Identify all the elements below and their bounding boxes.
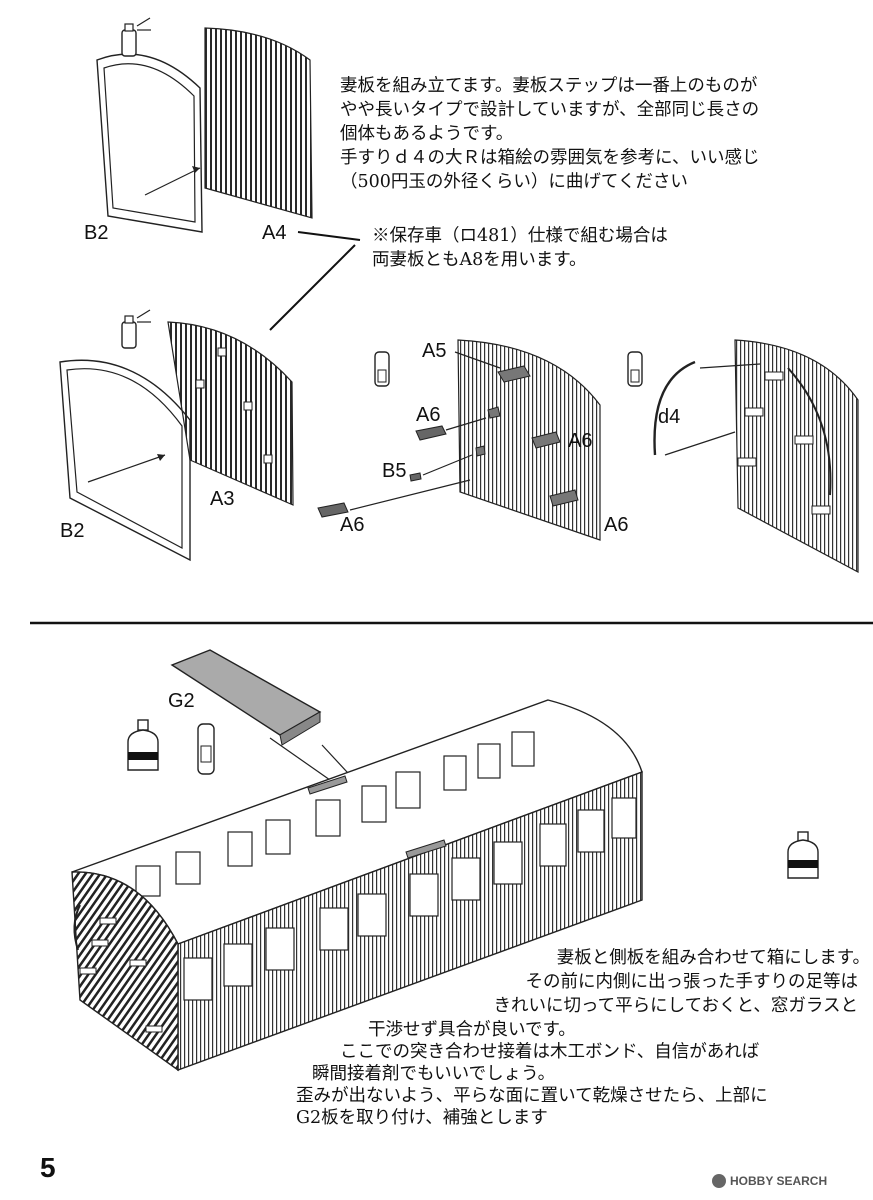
glue-tube-icon-2 bbox=[627, 351, 643, 387]
arrow-b2 bbox=[87, 454, 166, 483]
label-d4: d4 bbox=[658, 406, 681, 428]
g2-board-edge bbox=[279, 711, 321, 746]
label-a3: A3 bbox=[210, 488, 235, 510]
arrow-d4 bbox=[699, 363, 761, 369]
instruction-line: （500円玉の外径くらい）に曲げてください bbox=[340, 172, 688, 192]
note-line: 両妻板ともA8を用います。 bbox=[372, 250, 587, 270]
label-b2: B2 bbox=[60, 520, 85, 542]
bond-bottle-icon bbox=[127, 719, 159, 771]
arrow-head bbox=[192, 166, 200, 173]
a3-plate bbox=[167, 321, 294, 506]
note-preserved-car: ※保存車（ロ481）仕様で組む場合は 両妻板ともA8を用います。 bbox=[372, 224, 668, 272]
arrow-a6-2 bbox=[349, 479, 471, 511]
label-b5: B5 bbox=[382, 460, 407, 482]
label-a4: A4 bbox=[262, 222, 287, 244]
note-line: ※保存車（ロ481）仕様で組む場合は bbox=[372, 226, 668, 246]
arrow-d4-2 bbox=[664, 431, 736, 456]
part-a6-loose bbox=[415, 425, 447, 441]
bond-bottle-icon-2 bbox=[787, 831, 819, 879]
watermark: HOBBY SEARCH bbox=[730, 1174, 828, 1188]
a4-plate bbox=[204, 27, 313, 219]
b2-frame-mid bbox=[59, 359, 191, 562]
watermark-logo-icon bbox=[712, 1174, 726, 1188]
b2-frame-top bbox=[96, 53, 203, 233]
spray-can-icon bbox=[121, 17, 151, 57]
arrow-a5 bbox=[454, 351, 501, 369]
label-a6: A6 bbox=[340, 514, 365, 536]
instruction-line: G2板を取り付け、補強とします bbox=[296, 1108, 548, 1128]
arrow-head-b2 bbox=[157, 454, 165, 461]
label-a5: A5 bbox=[422, 340, 447, 362]
car-body-box bbox=[71, 699, 643, 1072]
instruction-line: 手すりｄ４の大Ｒは箱絵の雰囲気を参考に、いい感じ bbox=[340, 148, 760, 168]
arrow bbox=[144, 167, 201, 196]
instruction-line: 個体もあるようです。 bbox=[340, 124, 514, 144]
label-b2: B2 bbox=[84, 222, 109, 244]
instruction-line: 妻板を組み立てます。妻板ステップは一番上のものが bbox=[340, 76, 758, 96]
page-number: 5 bbox=[40, 1152, 56, 1183]
instruction-line: その前に内側に出っ張った手すりの足等は bbox=[525, 972, 859, 992]
instruction-end-plate: 妻板を組み立てます。妻板ステップは一番上のものが やや長いタイプで設計しています… bbox=[340, 74, 759, 194]
instruction-line: 瞬間接着剤でもいいでしょう。 bbox=[312, 1064, 556, 1084]
part-a6-loose-2 bbox=[317, 502, 349, 518]
instruction-line: やや長いタイプで設計していますが、全部同じ長さの bbox=[340, 100, 760, 120]
arrow-b5 bbox=[422, 454, 473, 476]
instruction-line: 歪みが出ないよう、平らな面に置いて乾燥させたら、上部に bbox=[296, 1086, 768, 1106]
instruction-line: きれいに切って平らにしておくと、窓ガラスと bbox=[493, 996, 858, 1016]
label-a6: A6 bbox=[604, 514, 629, 536]
side-plate-steps bbox=[457, 339, 601, 541]
label-g2: G2 bbox=[168, 690, 195, 712]
instruction-line: 妻板と側板を組み合わせて箱にします。 bbox=[556, 948, 870, 968]
instruction-line: ここでの突き合わせ接着は木工ボンド、自信があれば bbox=[340, 1042, 760, 1062]
label-a6: A6 bbox=[416, 404, 441, 426]
d4-plate bbox=[734, 339, 859, 573]
spray-can-icon-2 bbox=[121, 309, 151, 349]
leader-line-2 bbox=[269, 244, 356, 331]
part-b5-loose bbox=[409, 472, 422, 482]
leader-line bbox=[297, 231, 361, 241]
arrow-a6 bbox=[445, 417, 487, 431]
label-a6: A6 bbox=[568, 430, 593, 452]
instruction-line: 干渉せず具合が良いです。 bbox=[368, 1020, 576, 1040]
glue-tube-icon bbox=[374, 351, 390, 387]
instruction-box-assembly: 妻板と側板を組み合わせて箱にします。 その前に内側に出っ張った手すりの足等は き… bbox=[300, 946, 870, 1018]
arrow-g2 bbox=[269, 737, 331, 781]
glue-tube-icon-3 bbox=[197, 723, 215, 775]
d4-handrail bbox=[653, 360, 696, 456]
